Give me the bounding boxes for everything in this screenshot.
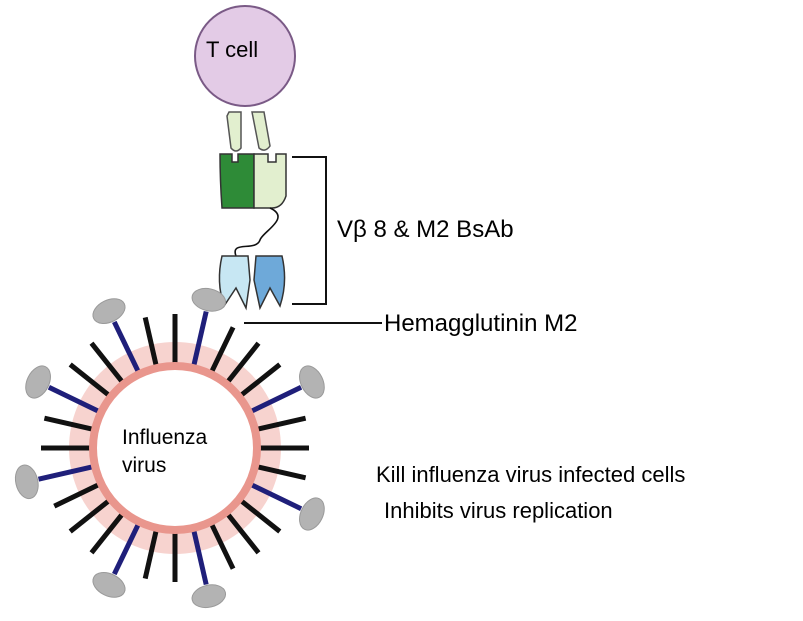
hemagglutinin-spike xyxy=(53,482,101,509)
antibody-linker xyxy=(234,207,279,257)
virus-spikes xyxy=(14,287,325,609)
antibody-domain-mid-blue xyxy=(253,255,286,311)
hemagglutinin-spike xyxy=(43,415,94,432)
t-cell xyxy=(194,5,296,107)
virus-membrane xyxy=(89,362,261,534)
spike-head xyxy=(92,298,126,324)
bsab-label: Vβ 8 & M2 BsAb xyxy=(337,216,514,243)
neuraminidase-spike xyxy=(191,310,209,367)
hemagglutinin-spike xyxy=(209,326,236,374)
neuraminidase-spike xyxy=(191,529,209,586)
hemagglutinin-spike xyxy=(225,512,261,555)
hemagglutinin-spike xyxy=(142,316,159,367)
effect-kill-infected-cells: Kill influenza virus infected cells xyxy=(376,462,686,487)
hemagglutinin-spike xyxy=(89,512,125,555)
spike-head xyxy=(299,497,325,531)
neuraminidase-spike xyxy=(249,385,303,414)
antibody-upper-arm-right xyxy=(251,111,271,151)
spike-head xyxy=(299,365,325,399)
spike-head xyxy=(14,464,39,500)
hemagglutinin-spike xyxy=(256,464,307,481)
antibody-domain-light-green xyxy=(253,153,287,209)
spike-head xyxy=(92,572,126,598)
virus-label: Influenza virus xyxy=(122,424,207,480)
hemagglutinin-spike xyxy=(239,362,282,398)
antibody-upper-arm-left xyxy=(226,111,242,152)
neuraminidase-spike xyxy=(112,320,141,374)
hemagglutinin-spike xyxy=(209,522,236,570)
virus-label-line1: Influenza xyxy=(122,426,208,449)
bsab-bracket xyxy=(292,156,327,305)
t-cell-label: T cell xyxy=(206,37,259,62)
neuraminidase-spike xyxy=(37,464,94,482)
neuraminidase-spike xyxy=(47,385,101,414)
hemagglutinin-spike xyxy=(68,362,111,398)
hemagglutinin-spike xyxy=(256,415,307,432)
hemagglutinin-label: Hemagglutinin M2 xyxy=(384,310,578,337)
effect-inhibit-replication: Inhibits virus replication xyxy=(384,498,613,523)
antibody-domain-dark-green xyxy=(219,153,255,209)
hemagglutinin-spike xyxy=(239,498,282,534)
virus-label-line2: virus xyxy=(122,454,167,477)
hemagglutinin-spike xyxy=(225,341,261,384)
spike-head xyxy=(25,365,51,399)
spike-head xyxy=(191,584,227,609)
hemagglutinin-spike xyxy=(142,529,159,580)
spike-head xyxy=(191,287,227,312)
neuraminidase-spike xyxy=(249,482,303,511)
neuraminidase-spike xyxy=(112,522,141,576)
hemagglutinin-spike xyxy=(68,498,111,534)
influenza-virus xyxy=(14,287,325,609)
hemagglutinin-spike xyxy=(89,341,125,384)
